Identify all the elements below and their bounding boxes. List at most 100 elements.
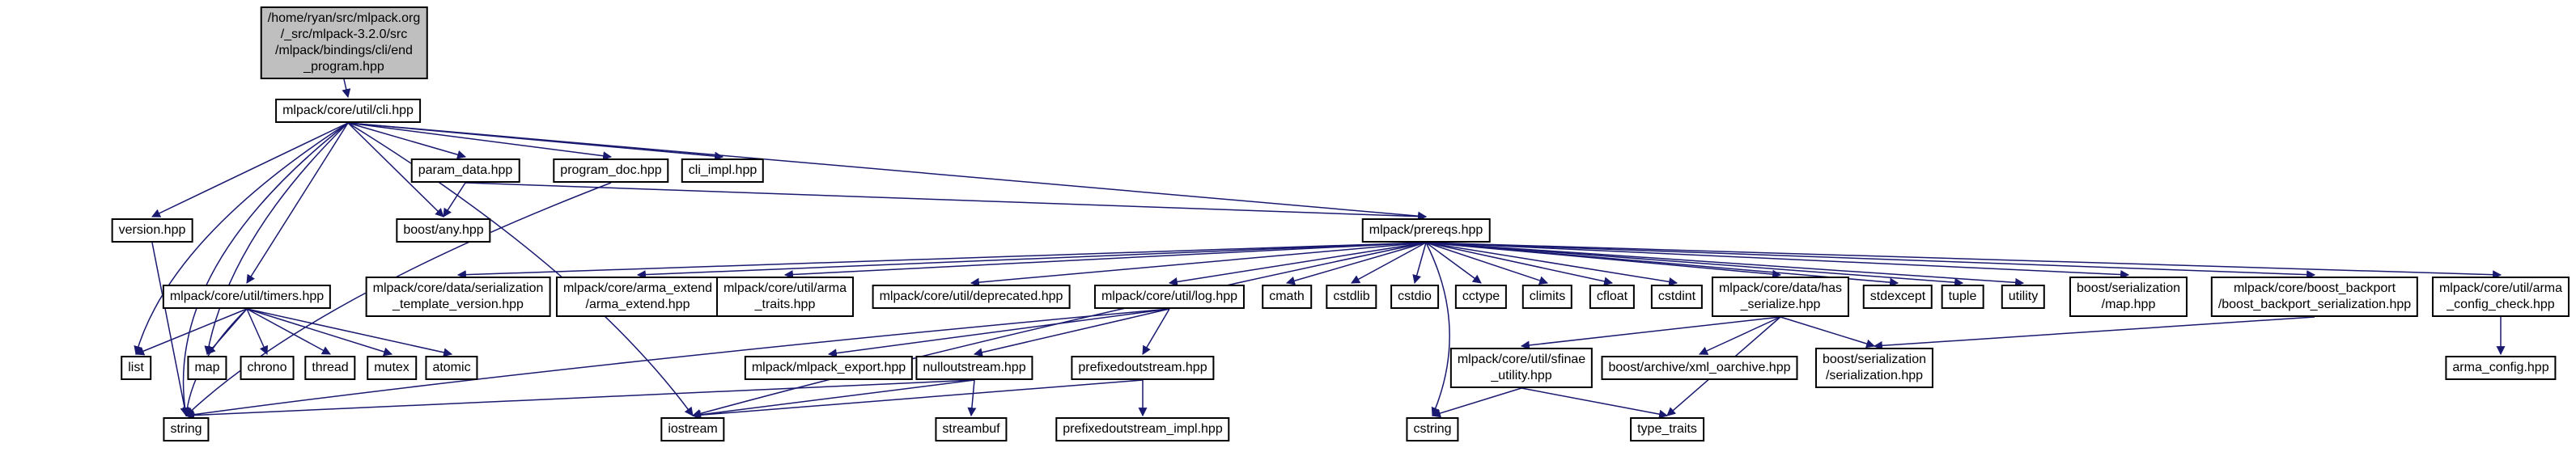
edge-param-data--boost-any — [443, 182, 466, 218]
node-label-line: /mlpack/bindings/cli/end — [275, 44, 413, 57]
node-cfloat[interactable]: cfloat — [1589, 285, 1636, 309]
node-label-line: boost/serialization — [2076, 281, 2181, 295]
edge-has-serialize--boost-serialization-serialization — [1780, 316, 1876, 349]
node-prefixedoutstream[interactable]: prefixedoutstream.hpp — [1071, 356, 1215, 380]
edge-sfinae-utility--type-traits — [1521, 387, 1669, 419]
node-sfinae-utility[interactable]: mlpack/core/util/sfinae_utility.hpp — [1449, 348, 1594, 388]
node-timers[interactable]: mlpack/core/util/timers.hpp — [162, 285, 332, 309]
edge-prereqs--utility — [1425, 242, 2025, 287]
node-label-line: mlpack/core/util/arma — [723, 281, 847, 295]
node-tuple[interactable]: tuple — [1941, 285, 1984, 309]
node-cstdlib[interactable]: cstdlib — [1326, 285, 1377, 309]
node-stdexcept[interactable]: stdexcept — [1862, 285, 1933, 309]
node-label-line: chrono — [247, 361, 287, 374]
node-arma-traits[interactable]: mlpack/core/util/arma_traits.hpp — [715, 277, 855, 317]
edge-cli--map — [204, 122, 349, 356]
node-label-line: iostream — [668, 422, 718, 436]
node-cli[interactable]: mlpack/core/util/cli.hpp — [275, 99, 421, 123]
node-version[interactable]: version.hpp — [111, 218, 193, 243]
edge-log--mlpack-export — [827, 308, 1170, 358]
edge-timers--thread — [246, 308, 331, 355]
edge-prereqs--arma-extend — [636, 242, 1427, 280]
edge-prereqs--cstdint — [1425, 242, 1678, 286]
node-utility[interactable]: utility — [2001, 285, 2046, 309]
node-label-line: mlpack/core/arma_extend — [562, 281, 713, 295]
node-label-line: prefixedoutstream_impl.hpp — [1063, 422, 1223, 436]
node-arma-extend[interactable]: mlpack/core/arma_extend/arma_extend.hpp — [555, 277, 720, 317]
node-nulloutstream[interactable]: nulloutstream.hpp — [915, 356, 1033, 380]
node-boost-any[interactable]: boost/any.hpp — [396, 218, 491, 243]
edge-prereqs--cstdio — [1412, 242, 1427, 285]
edge-prereqs--arma-traits — [783, 242, 1427, 279]
node-arma-config-check[interactable]: mlpack/core/util/arma_config_check.hpp — [2431, 277, 2570, 317]
node-atomic[interactable]: atomic — [425, 356, 478, 380]
node-cli-impl[interactable]: cli_impl.hpp — [681, 158, 765, 183]
node-mlpack-export[interactable]: mlpack/mlpack_export.hpp — [744, 356, 914, 380]
node-program-doc[interactable]: program_doc.hpp — [553, 158, 669, 183]
node-label-line: param_data.hpp — [418, 163, 513, 177]
edge-prereqs--cctype — [1425, 242, 1482, 284]
edge-prereqs--tuple — [1425, 242, 1964, 287]
node-label-line: mlpack/core/util/sfinae — [1457, 353, 1586, 366]
node-label-line: /boost_backport_serialization.hpp — [2217, 298, 2412, 311]
node-thread[interactable]: thread — [304, 356, 356, 380]
node-cctype[interactable]: cctype — [1454, 285, 1508, 309]
node-label-line: cli_impl.hpp — [688, 163, 758, 177]
node-cstdint[interactable]: cstdint — [1650, 285, 1704, 309]
node-boost-serialization-map[interactable]: boost/serialization/map.hpp — [2069, 277, 2188, 317]
node-label-line: mlpack/core/boost_backport — [2233, 281, 2396, 295]
node-label-line: cfloat — [1596, 289, 1628, 303]
edge-nulloutstream--streambuf — [967, 379, 977, 417]
edge-cli--prereqs — [347, 122, 1428, 221]
node-log[interactable]: mlpack/core/util/log.hpp — [1093, 285, 1246, 309]
node-label-line: cstdio — [1398, 289, 1432, 303]
node-arma-config[interactable]: arma_config.hpp — [2445, 356, 2557, 380]
node-streambuf[interactable]: streambuf — [935, 417, 1008, 441]
node-label-line: type_traits — [1637, 422, 1697, 436]
node-iostream[interactable]: iostream — [660, 417, 725, 441]
node-label-line: mlpack/prereqs.hpp — [1369, 223, 1483, 237]
node-cstring[interactable]: cstring — [1406, 417, 1459, 441]
node-prereqs[interactable]: mlpack/prereqs.hpp — [1361, 218, 1491, 243]
edge-timers--atomic — [246, 308, 453, 357]
node-label-line: list — [128, 361, 144, 374]
node-label-line: _serialize.hpp — [1740, 298, 1821, 311]
node-param-data[interactable]: param_data.hpp — [410, 158, 520, 183]
node-label-line: /serialization.hpp — [1825, 369, 1924, 382]
node-label-line: mlpack/core/util/log.hpp — [1101, 289, 1238, 303]
node-mutex[interactable]: mutex — [367, 356, 417, 380]
node-boost-backport[interactable]: mlpack/core/boost_backport/boost_backpor… — [2210, 277, 2419, 317]
node-label-line: cctype — [1462, 289, 1500, 303]
node-label-line: prefixedoutstream.hpp — [1078, 361, 1207, 374]
node-label-line: utility — [2008, 289, 2039, 303]
node-label-line: tuple — [1948, 289, 1977, 303]
node-chrono[interactable]: chrono — [240, 356, 295, 380]
edge-prereqs--cfloat — [1425, 242, 1614, 286]
node-label-line: program_doc.hpp — [560, 163, 662, 177]
edge-prereqs--climits — [1425, 242, 1549, 285]
edge-cli--timers — [246, 122, 349, 284]
node-prefixedoutstream-impl[interactable]: prefixedoutstream_impl.hpp — [1055, 417, 1230, 441]
node-label-line: /home/ryan/src/mlpack.org — [267, 11, 421, 25]
node-has-serialize[interactable]: mlpack/core/data/has_serialize.hpp — [1711, 277, 1850, 317]
node-climits[interactable]: climits — [1521, 285, 1573, 309]
edge-prereqs--cstring — [1425, 242, 1450, 417]
node-label-line: cstdint — [1657, 289, 1696, 303]
node-cstdio[interactable]: cstdio — [1390, 285, 1439, 309]
edge-cli--boost-any — [347, 122, 444, 218]
node-label-line: boost/archive/xml_oarchive.hpp — [1608, 361, 1791, 374]
node-label-line: map — [194, 361, 220, 374]
node-deprecated[interactable]: mlpack/core/util/deprecated.hpp — [872, 285, 1071, 309]
edge-log--prefixedoutstream — [1142, 308, 1170, 355]
node-type-traits[interactable]: type_traits — [1630, 417, 1704, 441]
node-map[interactable]: map — [187, 356, 227, 380]
node-label-line: mlpack/core/util/cli.hpp — [282, 103, 414, 117]
node-cmath[interactable]: cmath — [1262, 285, 1312, 309]
node-string[interactable]: string — [163, 417, 210, 441]
edge-prereqs--serialization-template-version — [456, 242, 1427, 280]
node-xml-oarchive[interactable]: boost/archive/xml_oarchive.hpp — [1601, 356, 1798, 380]
node-serialization-template-version[interactable]: mlpack/core/data/serialization_template_… — [365, 277, 551, 317]
node-boost-serialization-serialization[interactable]: boost/serialization/serialization.hpp — [1814, 348, 1934, 388]
node-list[interactable]: list — [121, 356, 151, 380]
node-label-line: _program.hpp — [303, 60, 384, 74]
